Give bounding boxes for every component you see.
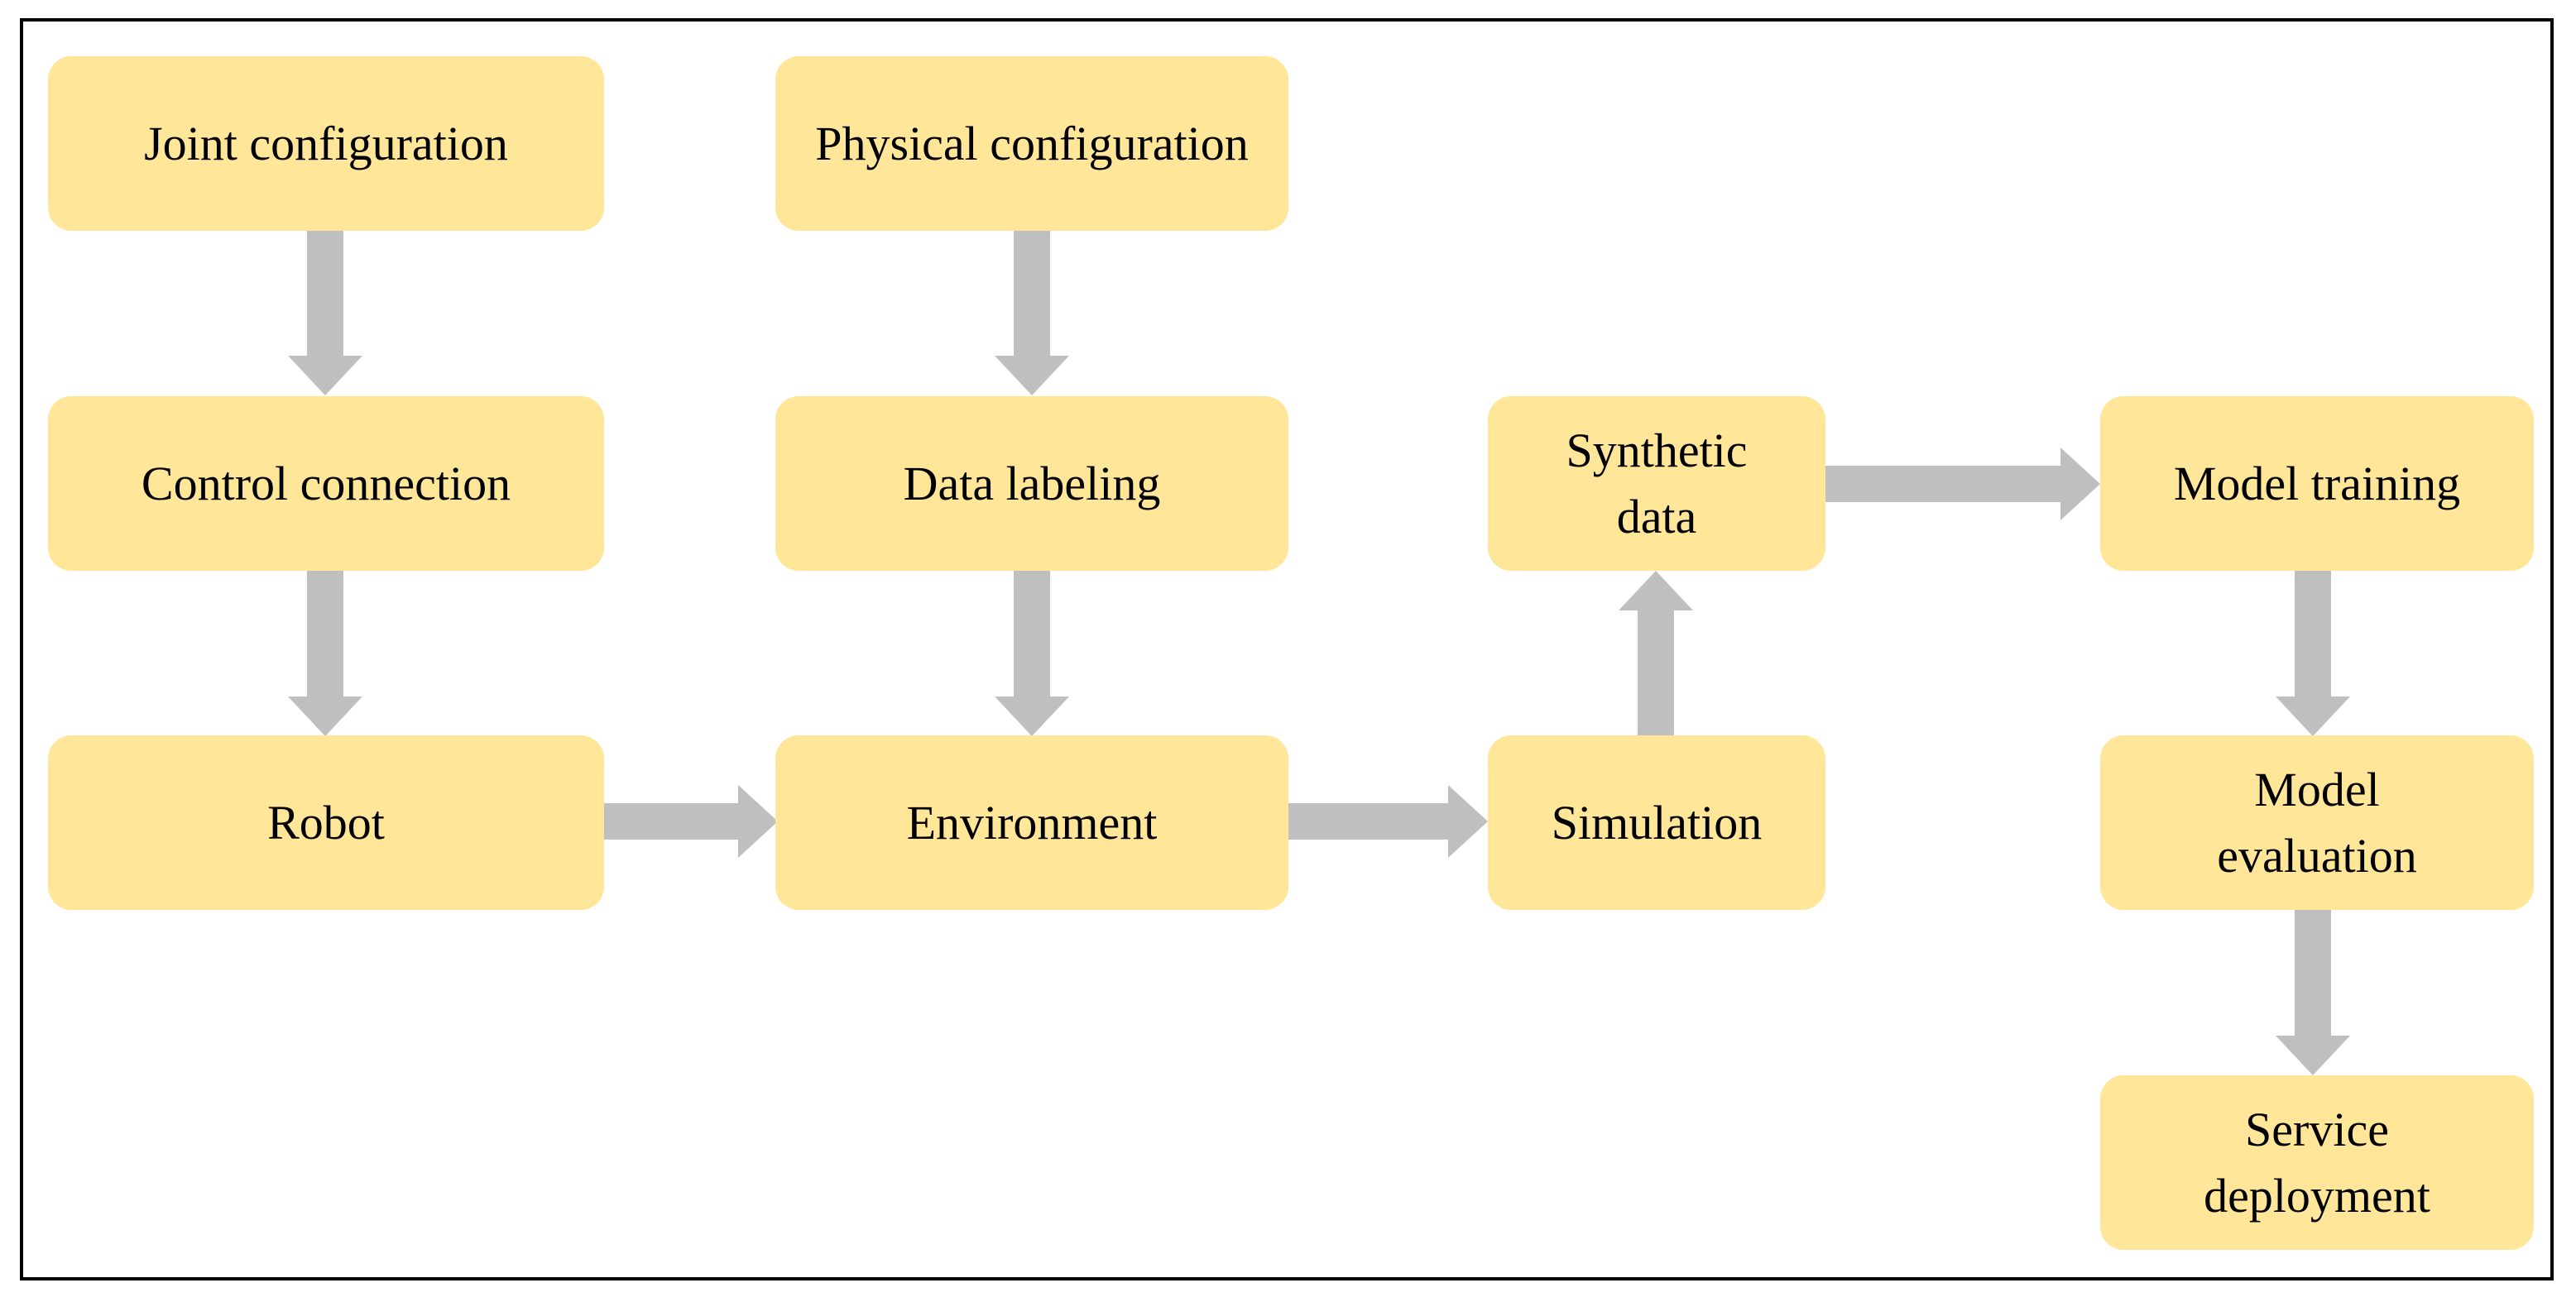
arrow-evaluation-to-deployment [2276, 910, 2350, 1075]
node-robot: Robot [48, 735, 604, 910]
arrow-labeling-to-environment [995, 571, 1069, 736]
node-joint-configuration: Joint configuration [48, 56, 604, 231]
node-label: Robot [267, 795, 385, 850]
arrow-control-to-robot [288, 571, 362, 736]
diagram-frame [20, 18, 2554, 1280]
node-environment: Environment [775, 735, 1288, 910]
node-label: Simulation [1551, 795, 1763, 850]
node-model-evaluation: Model evaluation [2100, 735, 2534, 910]
node-label: Joint configuration [144, 116, 508, 170]
node-label: Service deployment [2204, 1102, 2430, 1223]
node-label: Model training [2173, 456, 2461, 510]
node-control-connection: Control connection [48, 396, 604, 571]
arrow-simulation-to-synthetic [1619, 571, 1693, 736]
node-label: Physical configuration [815, 116, 1249, 170]
node-label: Synthetic data [1566, 423, 1748, 543]
node-service-deployment: Service deployment [2100, 1075, 2534, 1250]
node-synthetic-data: Synthetic data [1488, 396, 1825, 571]
node-data-labeling: Data labeling [775, 396, 1288, 571]
node-physical-configuration: Physical configuration [775, 56, 1288, 231]
node-label: Control connection [141, 456, 511, 510]
node-label: Model evaluation [2217, 762, 2417, 883]
arrow-joint-to-control [288, 231, 362, 395]
node-label: Data labeling [903, 456, 1161, 510]
arrow-robot-to-environment [604, 785, 778, 858]
arrow-environment-to-simulation [1288, 785, 1488, 858]
node-label: Environment [906, 795, 1158, 850]
arrow-physical-to-labeling [995, 231, 1069, 395]
node-model-training: Model training [2100, 396, 2534, 571]
node-simulation: Simulation [1488, 735, 1825, 910]
arrow-synthetic-to-training [1825, 448, 2100, 520]
arrow-training-to-evaluation [2276, 571, 2350, 736]
